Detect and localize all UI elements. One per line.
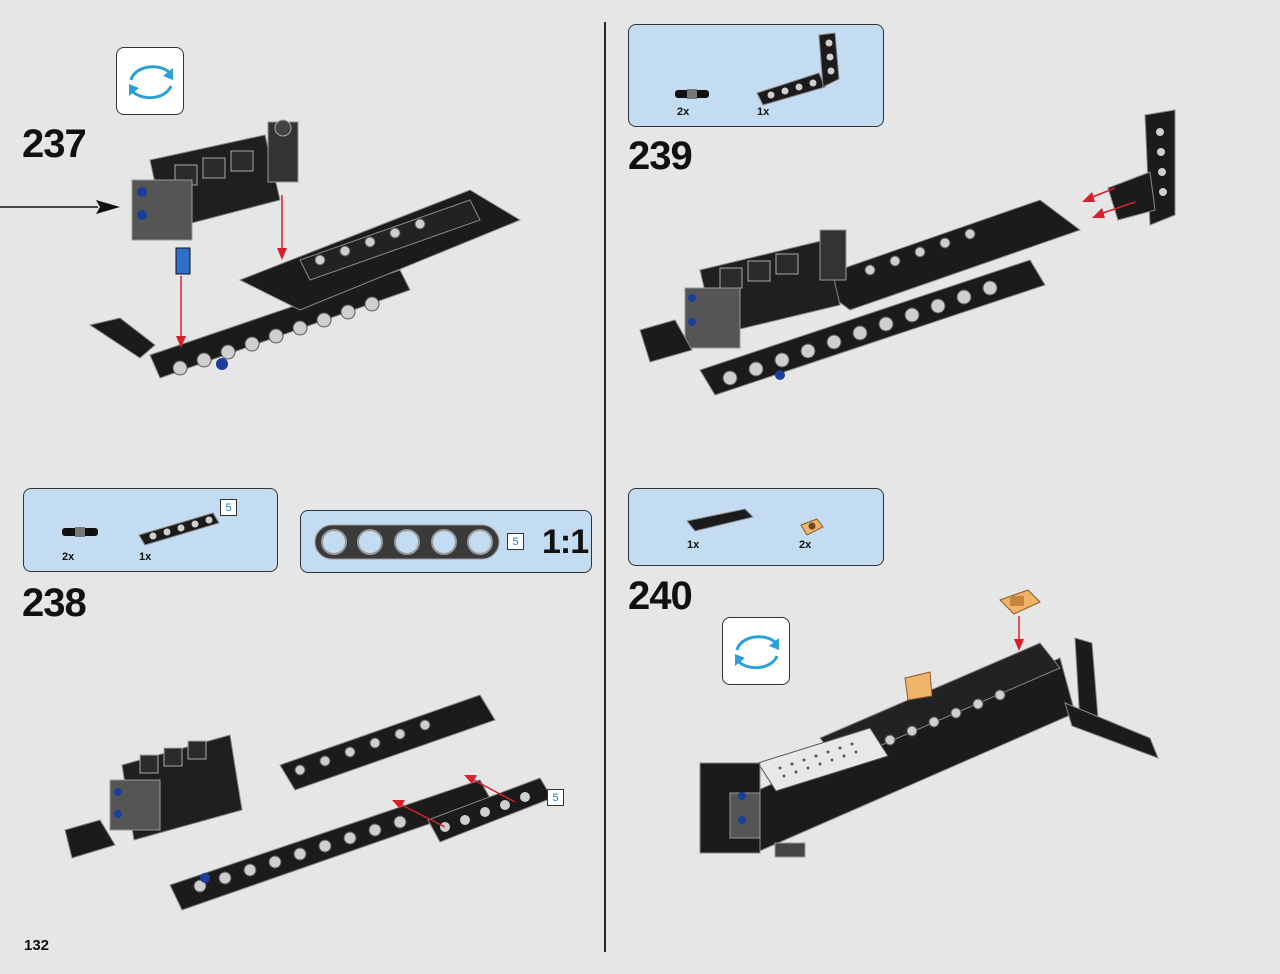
beam-actual-size-icon [314, 524, 500, 560]
step-239-parts-box: 2x 1x [628, 24, 884, 127]
tan-plate-icon [800, 518, 824, 536]
step-237-assembly-illustration [0, 119, 522, 379]
step-238-parts-box: 2x 1x 5 [23, 488, 278, 572]
scale-length-badge: 5 [507, 533, 524, 550]
technic-beam-5-icon [138, 512, 220, 546]
part-quantity: 2x [799, 539, 812, 551]
step-239-assembly-illustration [639, 109, 1176, 396]
rotate-model-icon [129, 65, 173, 100]
rotate-model-box [116, 47, 184, 115]
part-quantity: 2x [677, 106, 690, 118]
step-number-240: 240 [628, 574, 693, 618]
step-number-239: 239 [628, 134, 693, 178]
part-quantity: 1x [757, 106, 770, 118]
part-quantity: 2x [62, 551, 75, 563]
callout-length-badge: 5 [547, 789, 564, 806]
part-quantity: 1x [687, 539, 700, 551]
flat-tile-icon [686, 508, 754, 532]
step-number-238: 238 [22, 581, 87, 625]
scale-label: 1:1 [542, 523, 589, 561]
rotate-model-icon [735, 635, 779, 670]
connector-pin-icon [62, 527, 98, 537]
rotate-model-box [722, 617, 790, 685]
l-shaped-beam-icon [756, 32, 840, 106]
step-number-237: 237 [22, 122, 87, 166]
step-240-parts-box: 1x 2x [628, 488, 884, 566]
page-number: 132 [24, 937, 50, 954]
page-divider [604, 22, 606, 952]
part-length-badge: 5 [220, 499, 237, 516]
step-240-assembly-illustration [699, 589, 1159, 858]
scale-reference-box: 5 1:1 [300, 510, 592, 573]
connector-pin-icon [675, 89, 709, 99]
step-238-assembly-illustration [64, 694, 553, 911]
part-quantity: 1x [139, 551, 152, 563]
